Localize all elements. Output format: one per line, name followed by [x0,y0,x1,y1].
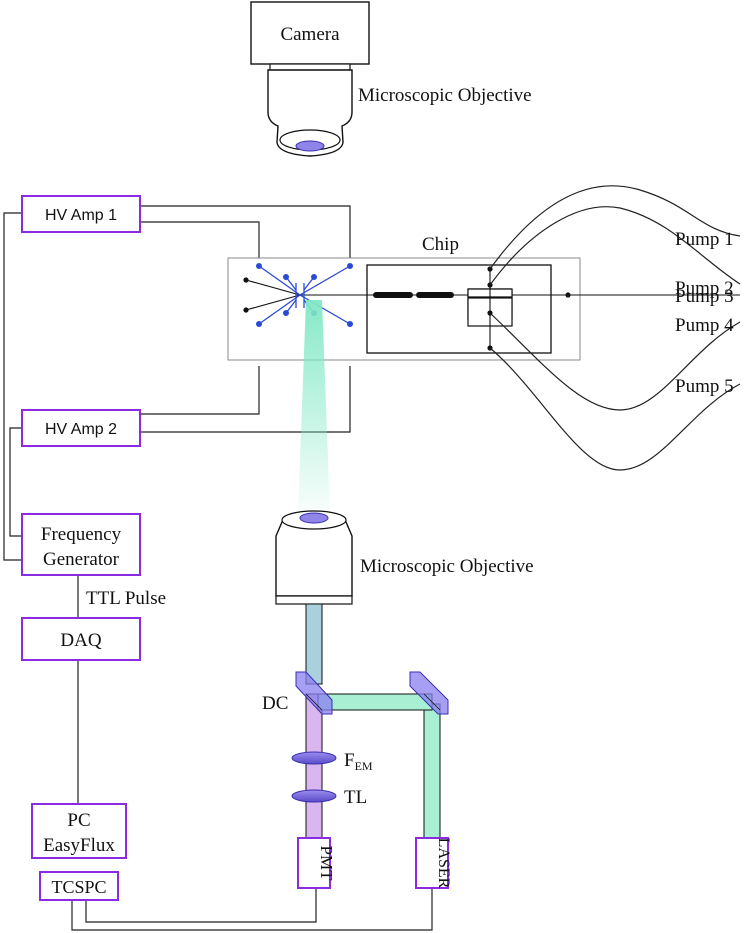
objective-bottom-label: Microscopic Objective [360,556,534,577]
emission-filter [291,751,337,765]
f-em-sub: EM [355,759,373,773]
pump-tubing [489,185,741,471]
objective-top-label: Microscopic Objective [358,85,532,106]
laser: LASER [415,837,452,889]
f-em-main: F [344,750,355,771]
pump-1-label: Pump 1 [675,229,734,250]
pmt: PMT [297,837,336,889]
hv-amp-1-label: HV Amp 1 [45,207,117,224]
frequency-generator: Frequency Generator [21,513,141,576]
hv-wiring [3,205,433,931]
pmt-label: PMT [317,846,336,882]
pc-line2: EasyFlux [43,835,115,856]
pump-3-label: Pump 3 [675,286,734,307]
pump-2-label: Pump 2 [675,278,734,299]
camera: Camera [250,1,370,65]
pc-line1: PC [67,810,90,831]
dichroic-mirror [295,671,333,715]
camera-label: Camera [280,24,340,45]
tcspc: TCSPC [39,871,119,901]
hv-amp-1: HV Amp 1 [21,195,141,233]
pump-5-label: Pump 5 [675,376,734,397]
frequency-generator-line1: Frequency [41,524,122,545]
ttl-pulse-label: TTL Pulse [86,588,166,609]
hv-amp-2-label: HV Amp 2 [45,421,117,438]
beam-paths [305,603,441,845]
daq: DAQ [21,617,141,661]
excitation-cone [298,300,330,512]
laser-label: LASER [435,838,452,889]
chip-label: Chip [422,234,459,255]
laser-mirror [409,671,449,715]
hv-amp-2: HV Amp 2 [21,409,141,447]
objective-bottom [275,510,353,605]
chip-flow-lines [243,266,740,351]
pc: PC EasyFlux [31,803,127,859]
tube-lens [291,789,337,803]
daq-label: DAQ [60,630,101,651]
frequency-generator-line2: Generator [43,549,120,570]
f-em-label: FEM [344,750,373,773]
tcspc-label: TCSPC [51,877,106,897]
pump-4-label: Pump 4 [675,315,734,336]
objective-top [267,63,353,157]
pump-labels: Pump 1 Pump 2 Pump 3 Pump 4 Pump 5 [675,229,734,397]
dc-label: DC [262,693,288,714]
tl-label: TL [344,787,367,808]
